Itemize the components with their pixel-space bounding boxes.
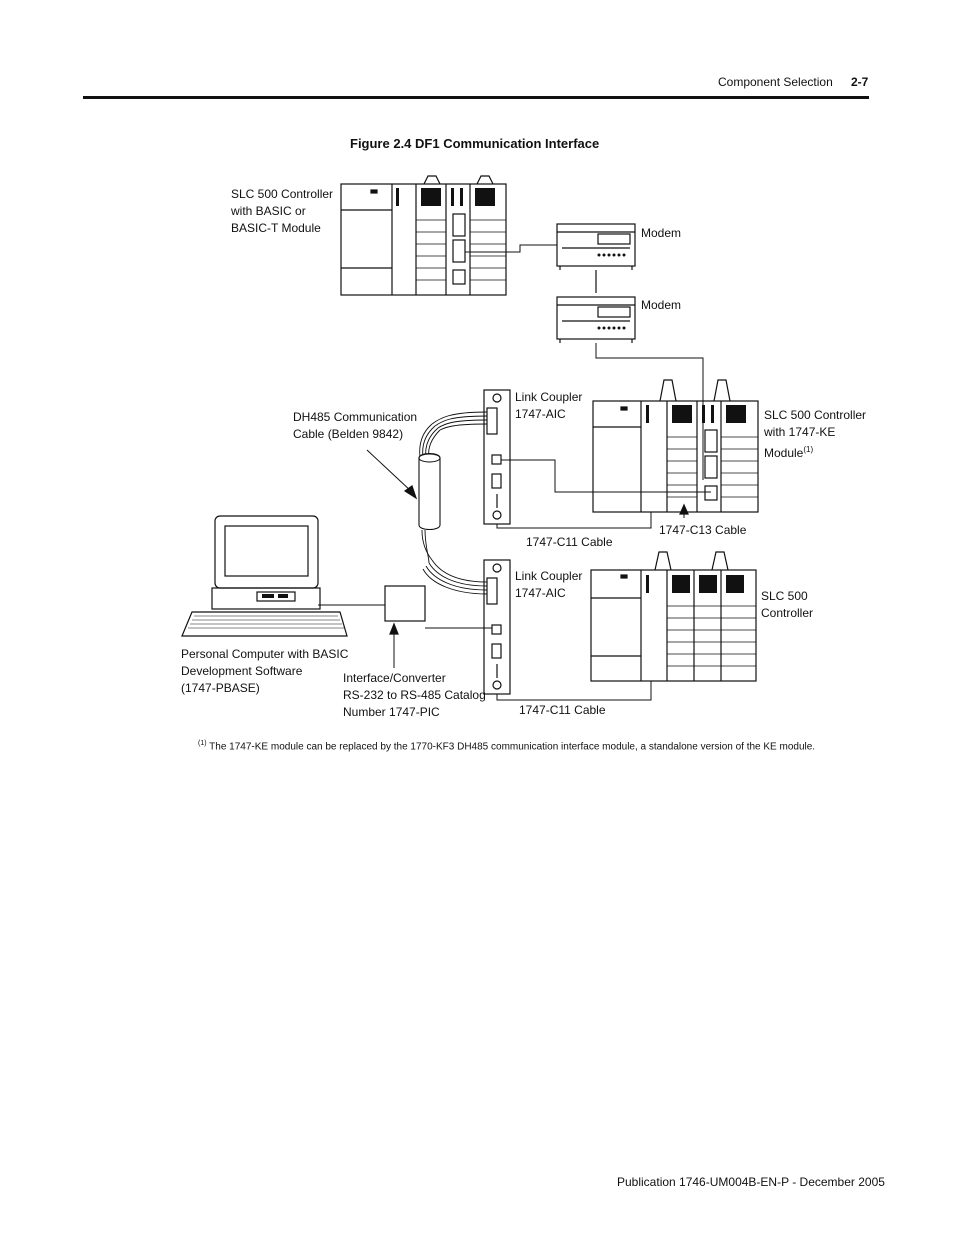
interface-converter-box [384,585,426,622]
label-c13-cable: 1747-C13 Cable [659,523,747,537]
label-slc-basic: SLC 500 Controller with BASIC or BASIC-T… [231,187,334,235]
personal-computer [181,515,348,637]
dh485-cable-bundle [419,411,488,595]
slc-500-controller-rack [590,551,757,682]
label-link-coupler-top: Link Coupler 1747-AIC [515,390,583,421]
header-rule [83,96,869,99]
label-slc-ke: SLC 500 Controller with 1747-KE Module(1… [764,407,866,462]
modem-bottom [556,296,636,343]
publication-footer: Publication 1746-UM004B-EN-P - December … [617,1175,885,1189]
label-c11-cable-top: 1747-C11 Cable [526,535,613,549]
label-slc-ke-footnote-ref: (1) [803,445,814,454]
label-slc-500: SLC 500 Controller [761,589,814,620]
coupler-to-ke-cable [501,459,711,493]
slc-ke-controller-rack [592,379,759,513]
label-modem-top: Modem [641,226,682,240]
link-coupler-bottom [483,559,511,695]
label-dh485-cable: DH485 Communication Cable (Belden 9842) [293,410,418,441]
label-link-coupler-bottom: Link Coupler 1747-AIC [515,569,583,600]
label-personal-computer: Personal Computer with BASIC Development… [181,647,349,695]
slc-basic-controller-rack [340,175,507,296]
label-slc-ke-text: SLC 500 Controller with 1747-KE Module [764,408,867,460]
basic-to-modem-line [465,244,557,253]
page-number: 2-7 [851,75,869,89]
label-c11-cable-bottom: 1747-C11 Cable [519,703,606,717]
label-modem-bottom: Modem [641,298,682,312]
modem-top [556,223,636,270]
label-interface-converter: Interface/Converter RS-232 to RS-485 Cat… [343,671,486,719]
running-header-section: Component Selection [718,75,833,89]
link-coupler-top [483,389,511,525]
figure-title: Figure 2.4 DF1 Communication Interface [350,136,600,151]
footnote-text: The 1747-KE module can be replaced by th… [209,741,816,753]
cable-sleeve [418,452,441,531]
c11-cable-bottom [496,681,652,701]
footnote-marker: (1) [198,740,207,747]
c11-cable-top [496,512,652,529]
footnote: (1) The 1747-KE module can be replaced b… [198,740,815,752]
